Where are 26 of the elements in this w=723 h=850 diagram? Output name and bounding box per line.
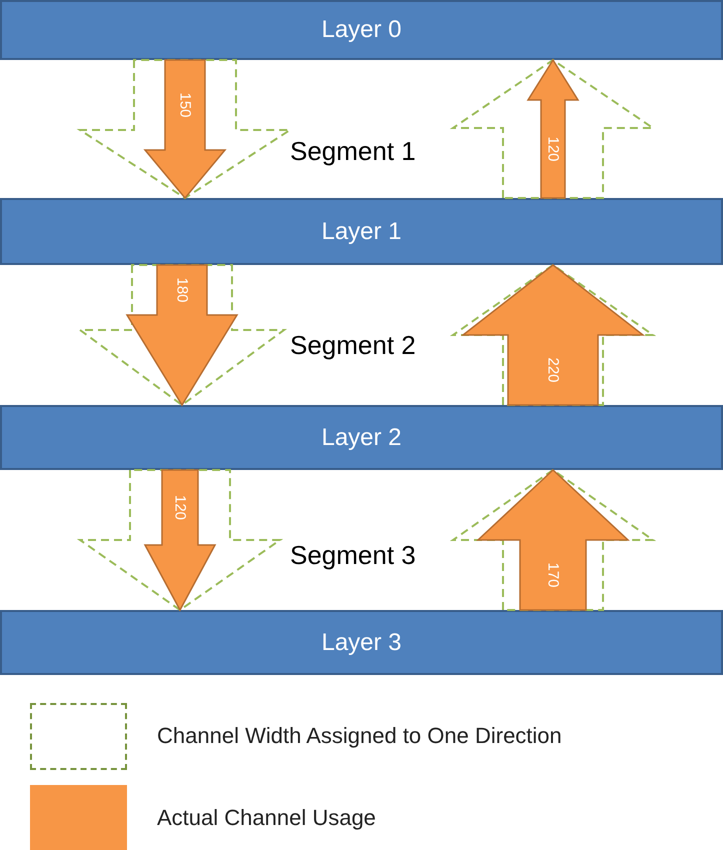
- layer-label: Layer 2: [321, 424, 402, 452]
- edge-label: 220: [544, 357, 562, 383]
- layer-band: [0, 0, 723, 60]
- edge-label: 120: [544, 136, 562, 162]
- edge-label: 120: [172, 494, 188, 520]
- block-arrow: [526, 58, 580, 199]
- edge-label: 180: [174, 277, 190, 303]
- edge-label: 170: [544, 562, 562, 588]
- block-arrow: [144, 469, 216, 612]
- layer-band: [0, 405, 723, 470]
- dashed-outline-arrow: [76, 469, 284, 612]
- dashed-outline-arrow: [76, 264, 288, 406]
- block-arrow: [126, 264, 238, 406]
- layer-label: Layer 0: [321, 16, 402, 44]
- layer-band: [0, 198, 723, 265]
- block-arrow: [143, 59, 227, 200]
- block-arrow: [476, 468, 630, 611]
- layer-band: [0, 610, 723, 675]
- legend-label: Channel Width Assigned to One Direction: [157, 723, 562, 749]
- layer-label: Layer 3: [321, 628, 402, 656]
- edge-label: 150: [176, 92, 194, 118]
- segment-label: Segment 3: [290, 540, 416, 571]
- legend-label: Actual Channel Usage: [157, 805, 376, 831]
- layer-label: Layer 1: [321, 218, 402, 246]
- segment-label: Segment 1: [290, 136, 416, 167]
- segment-label: Segment 2: [290, 330, 416, 361]
